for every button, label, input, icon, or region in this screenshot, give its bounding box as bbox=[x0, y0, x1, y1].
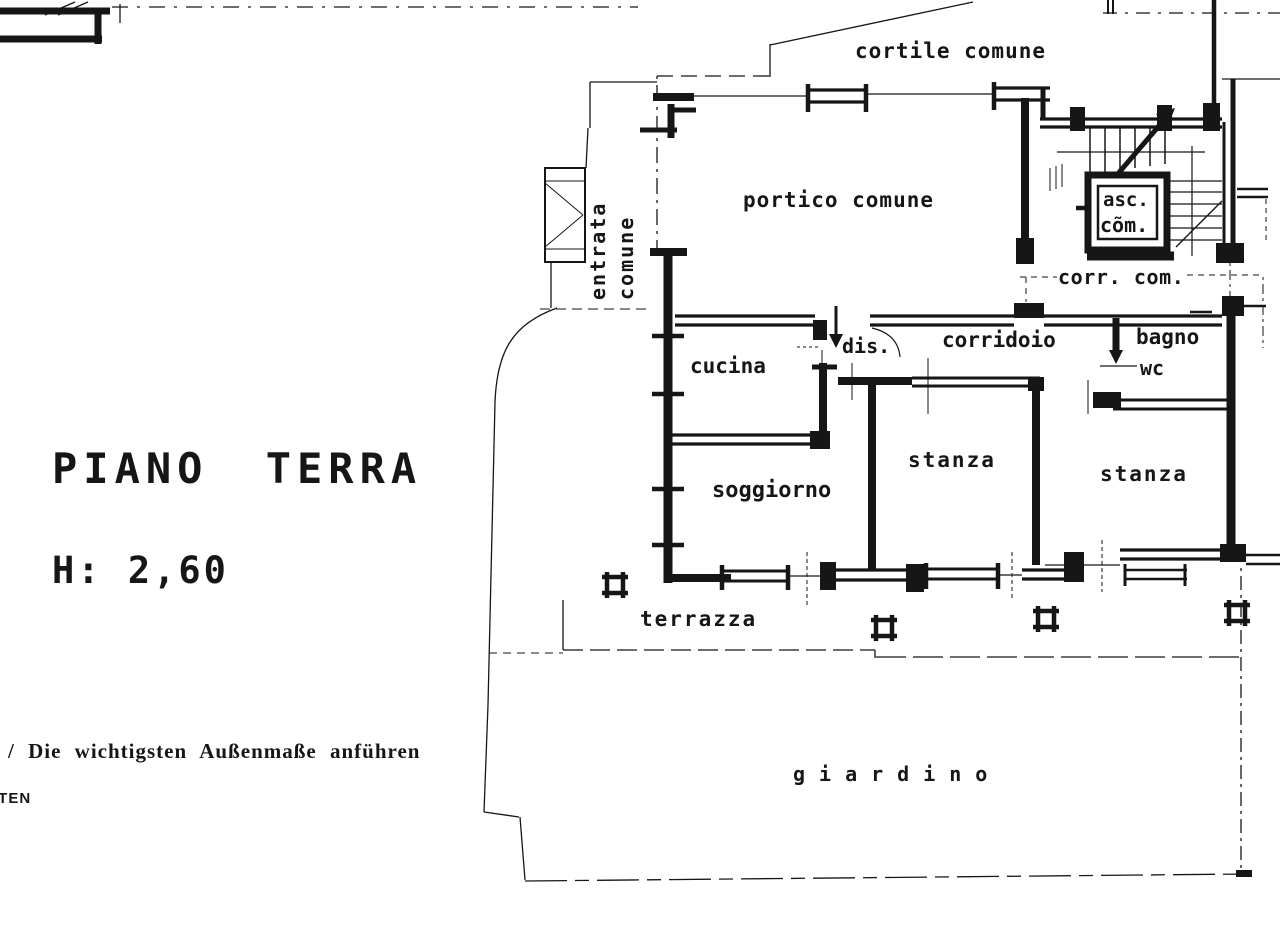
room-label-elevator-line2: cõm. bbox=[1100, 213, 1149, 237]
room-label-dis: dis. bbox=[842, 334, 891, 358]
room-label-cucina: cucina bbox=[690, 354, 766, 378]
room-label-corr-com: corr. com. bbox=[1058, 265, 1185, 289]
column-icon bbox=[1033, 606, 1059, 632]
room-label-entrata: entrata bbox=[586, 201, 610, 300]
room-label-portico-comune: portico comune bbox=[743, 188, 935, 212]
elevator-shaft bbox=[1088, 175, 1167, 250]
column-icon bbox=[1224, 600, 1250, 626]
room-label-corridoio: corridoio bbox=[942, 328, 1056, 352]
property-boundary-lines bbox=[112, 2, 1280, 881]
terrace-columns bbox=[602, 572, 1250, 641]
stair-direction-arrow bbox=[1156, 108, 1175, 126]
room-label-soggiorno: soggiorno bbox=[712, 478, 832, 503]
neighbour-wall-fragment bbox=[0, 2, 120, 44]
stairwell bbox=[1016, 0, 1268, 264]
stair-direction-line bbox=[1116, 113, 1170, 176]
room-label-elevator-line1: asc. bbox=[1103, 189, 1149, 211]
room-label-cortile-comune: cortile comune bbox=[855, 39, 1047, 63]
room-label-entrata-comune: comune bbox=[614, 215, 638, 300]
apartment-walls bbox=[650, 248, 1280, 606]
column-icon bbox=[871, 615, 897, 641]
elevator-cab bbox=[1098, 186, 1157, 239]
room-label-stanza-center: stanza bbox=[908, 448, 996, 472]
room-label-stanza-right: stanza bbox=[1100, 462, 1188, 486]
column-icon bbox=[602, 572, 628, 598]
room-label-terrazza: terrazza bbox=[640, 607, 758, 631]
plan-title: PIANO TERRA bbox=[52, 444, 423, 493]
entrance-steps bbox=[545, 168, 585, 308]
footer-note-fragment: ITEN bbox=[0, 790, 32, 807]
room-label-bagno: bagno bbox=[1136, 325, 1200, 349]
footer-note-german: / Die wichtigsten Außenmaße anführen bbox=[8, 739, 421, 763]
room-label-giardino: giardino bbox=[793, 762, 1002, 786]
ceiling-height-label: H: 2,60 bbox=[52, 549, 229, 592]
room-label-wc: wc bbox=[1140, 356, 1165, 380]
portico-north-wall bbox=[640, 82, 1050, 138]
